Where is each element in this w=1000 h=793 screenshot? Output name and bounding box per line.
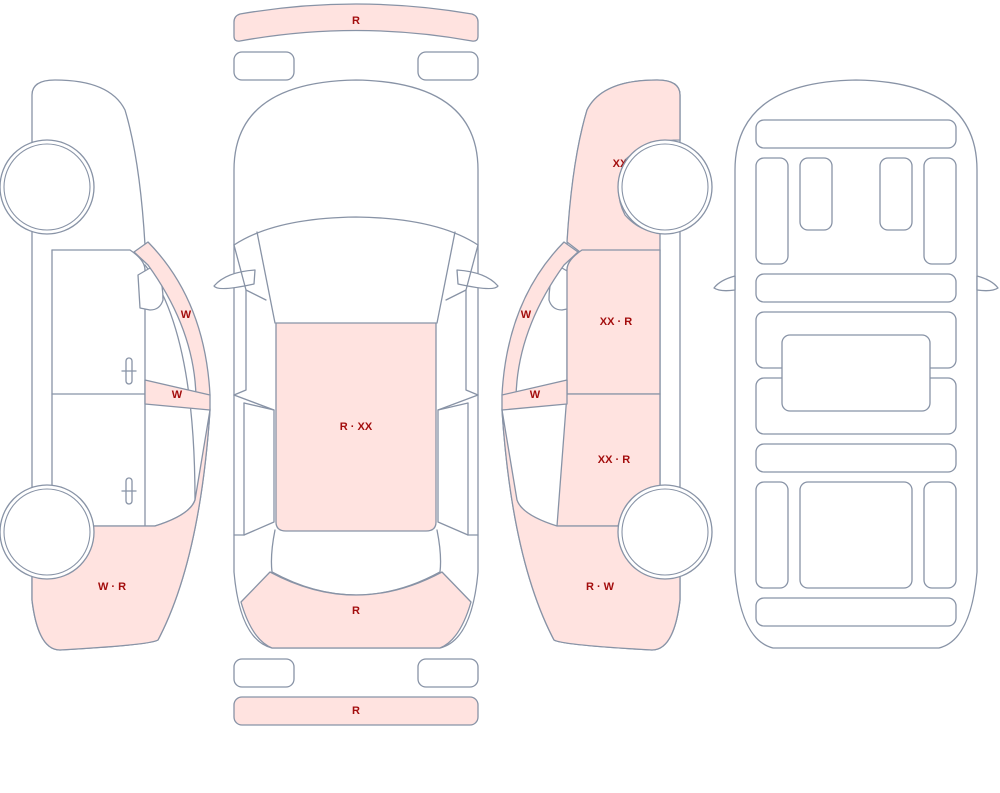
trunk-damage-label: R: [352, 605, 360, 617]
left-a-pillar-damage-label: W: [181, 309, 192, 321]
trunk-panel[interactable]: [240, 571, 472, 649]
front-bumper-damage-label: R: [352, 15, 360, 27]
interior-rear-seat[interactable]: [799, 481, 913, 589]
interior-view: [713, 79, 999, 649]
right-rear-door-damage-label: XX · R: [598, 454, 630, 466]
right-headlight[interactable]: [417, 51, 479, 81]
left-headlight[interactable]: [233, 51, 295, 81]
roof-damage-label: R · XX: [340, 421, 373, 433]
rear-bumper-damage-label: R: [352, 705, 360, 717]
front-bumper-panel[interactable]: [233, 3, 479, 42]
rear-bumper-panel[interactable]: [233, 696, 479, 726]
left-mirror-window-damage-label: W: [172, 389, 183, 401]
roof-panel[interactable]: [275, 322, 437, 532]
right-mirror-window-damage-label: W: [530, 389, 541, 401]
interior-dashboard[interactable]: [755, 119, 957, 149]
right-a-pillar-damage-label: W: [521, 309, 532, 321]
right-rear-quarter-damage-label: R · W: [586, 581, 615, 593]
right-taillight[interactable]: [417, 658, 479, 688]
left-rear-quarter-damage-label: W · R: [98, 581, 126, 593]
right-front-door-damage-label: XX · R: [600, 316, 632, 328]
left-taillight[interactable]: [233, 658, 295, 688]
interior-center-console[interactable]: [781, 334, 931, 412]
